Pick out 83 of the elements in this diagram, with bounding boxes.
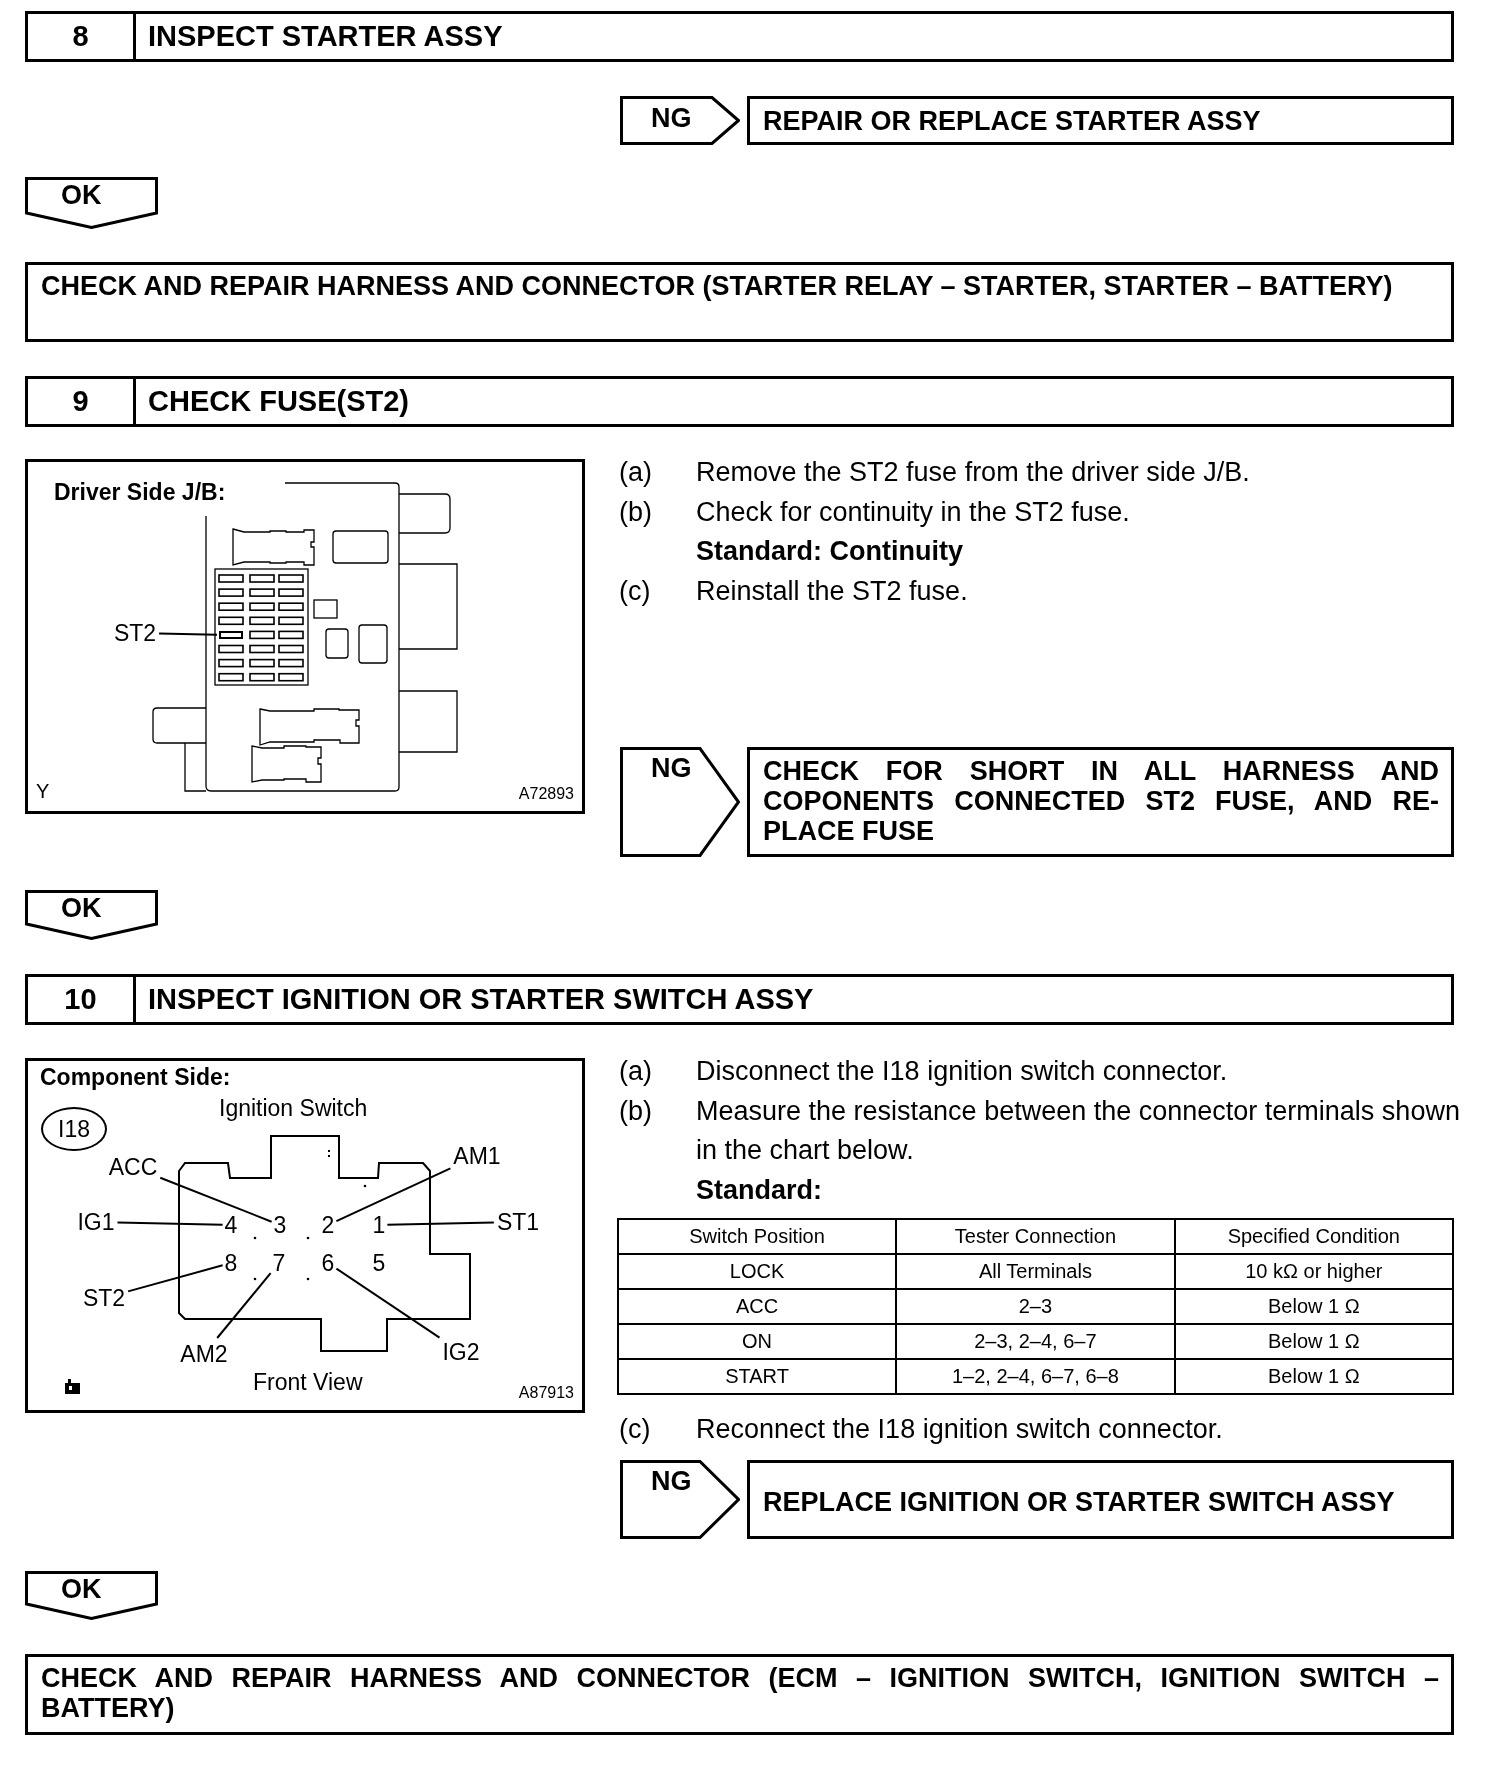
table-cell: Switch Position bbox=[618, 1219, 897, 1254]
figure-heading: Driver Side J/B: bbox=[54, 479, 226, 506]
pin-number: 7 bbox=[272, 1250, 286, 1276]
figure-code: A87913 bbox=[518, 1384, 574, 1402]
ng-arrow-tab: NG bbox=[620, 747, 740, 857]
table-cell: 10 kΩ or higher bbox=[1174, 1254, 1453, 1289]
instruction-text: Remove the ST2 fuse from the driver side J/B. bbox=[696, 456, 1250, 489]
result-box: REPLACE IGNITION OR STARTER SWITCH ASSY bbox=[747, 1460, 1454, 1539]
result-box: CHECK AND REPAIR HARNESS AND CONNECTOR (STARTER RELAY – STARTER, STARTER – BATTERY) bbox=[25, 262, 1454, 342]
figure-caption: Ignition Switch bbox=[219, 1095, 368, 1122]
pin-number: 4 bbox=[224, 1212, 238, 1238]
table-cell: Below 1 Ω bbox=[1174, 1324, 1453, 1359]
step-letter: (c) bbox=[619, 1413, 651, 1446]
figure-frame bbox=[25, 1058, 585, 1413]
leader-line bbox=[116, 1221, 224, 1226]
table-cell: 2–3, 2–4, 6–7 bbox=[896, 1324, 1175, 1359]
table-cell: ACC bbox=[618, 1289, 897, 1324]
step-title: INSPECT IGNITION OR STARTER SWITCH ASSY bbox=[147, 983, 814, 1016]
figure-code: A72893 bbox=[518, 785, 574, 803]
figure-frame bbox=[25, 459, 585, 814]
ok-tab: OK bbox=[25, 177, 158, 229]
step-letter: (c) bbox=[619, 575, 651, 608]
pin-number: 8 bbox=[224, 1250, 238, 1276]
step-number: 10 bbox=[28, 977, 136, 1022]
step-letter: (b) bbox=[619, 496, 652, 529]
step-title: CHECK FUSE(ST2) bbox=[147, 385, 409, 418]
table-cell: 2–3 bbox=[896, 1289, 1175, 1324]
table-cell: Specified Condition bbox=[1174, 1219, 1453, 1254]
pin-number: 2 bbox=[321, 1212, 335, 1238]
step-title: INSPECT STARTER ASSY bbox=[147, 20, 503, 53]
pin-number: 3 bbox=[273, 1212, 287, 1238]
figure-code: Y bbox=[36, 780, 50, 803]
result-box: REPAIR OR REPLACE STARTER ASSY bbox=[747, 96, 1454, 145]
leader-line bbox=[216, 1272, 272, 1339]
fuse-slot bbox=[219, 631, 243, 639]
pin-number: 5 bbox=[372, 1250, 386, 1276]
figure-caption: Front View bbox=[253, 1369, 363, 1396]
terminal-label: IG1 bbox=[77, 1209, 115, 1235]
ng-arrow-tab: NG bbox=[620, 96, 740, 145]
terminal-label: ACC bbox=[108, 1154, 158, 1180]
ng-arrow-tab: NG bbox=[620, 1460, 740, 1539]
ok-tab: OK bbox=[25, 1571, 158, 1620]
result-box: CHECK AND REPAIR HARNESS AND CONNECTOR (ECM – IGNITION SWITCH, IGNITION SWITCH – BATTERY) bbox=[25, 1654, 1454, 1735]
leader-line bbox=[127, 1264, 224, 1293]
step-number: 9 bbox=[28, 379, 136, 424]
instruction-text: Check for continuity in the ST2 fuse. bbox=[696, 496, 1130, 529]
terminal-label: AM1 bbox=[453, 1143, 501, 1169]
leader-line bbox=[335, 1267, 441, 1339]
pin-number: 6 bbox=[321, 1250, 335, 1276]
leader-line bbox=[158, 632, 218, 636]
standard-note: Standard: bbox=[696, 1174, 822, 1207]
leader-line bbox=[386, 1221, 495, 1226]
terminal-label: ST2 bbox=[113, 620, 157, 646]
instruction-text: Measure the resistance between the connector terminals shown in the chart below. bbox=[696, 1095, 1461, 1167]
standard-note: Standard: Continuity bbox=[696, 535, 963, 568]
step-header bbox=[25, 11, 1454, 62]
step-header bbox=[25, 974, 1454, 1025]
table-cell: START bbox=[618, 1359, 897, 1394]
step-letter: (a) bbox=[619, 456, 652, 489]
table-cell: LOCK bbox=[618, 1254, 897, 1289]
leader-line bbox=[159, 1176, 273, 1223]
ok-tab: OK bbox=[25, 890, 158, 940]
step-letter: (a) bbox=[619, 1055, 652, 1088]
terminal-label: IG2 bbox=[442, 1339, 480, 1365]
terminal-label: ST1 bbox=[496, 1209, 540, 1235]
table-cell: Below 1 Ω bbox=[1174, 1289, 1453, 1324]
step-header bbox=[25, 376, 1454, 427]
instruction-text: Reinstall the ST2 fuse. bbox=[696, 575, 968, 608]
table-cell: 1–2, 2–4, 6–7, 6–8 bbox=[896, 1359, 1175, 1394]
table-cell: All Terminals bbox=[896, 1254, 1175, 1289]
table-cell: Below 1 Ω bbox=[1174, 1359, 1453, 1394]
step-letter: (b) bbox=[619, 1095, 652, 1128]
pin-number: 1 bbox=[372, 1212, 386, 1238]
terminal-label: ST2 bbox=[82, 1285, 126, 1311]
figure-heading: Component Side: bbox=[40, 1064, 231, 1091]
connector-code: I18 bbox=[41, 1107, 107, 1151]
result-box: CHECK FOR SHORT IN ALL HARNESS AND COPONENTS CONNECTED ST2 FUSE, AND RE-PLACE FUSE bbox=[747, 747, 1454, 857]
terminal-label: AM2 bbox=[180, 1341, 228, 1367]
step-number: 8 bbox=[28, 14, 136, 59]
table-cell: Tester Connection bbox=[896, 1219, 1175, 1254]
table-cell: ON bbox=[618, 1324, 897, 1359]
instruction-text: Disconnect the I18 ignition switch connector. bbox=[696, 1055, 1228, 1088]
instruction-text: Reconnect the I18 ignition switch connector. bbox=[696, 1413, 1223, 1446]
